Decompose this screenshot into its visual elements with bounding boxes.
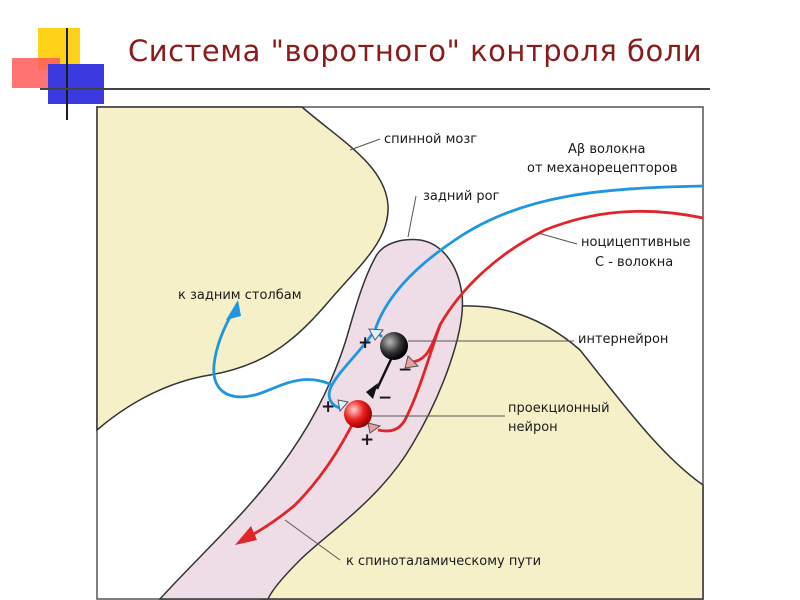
label-dorsal-columns: к задним столбам xyxy=(178,288,302,303)
label-spinothalamic: к спиноталамическому пути xyxy=(346,554,541,569)
sign-plus-c-projection: + xyxy=(360,430,374,450)
sign-plus-interneuron: + xyxy=(358,333,372,353)
label-projection-line2: нейрон xyxy=(508,420,558,435)
label-dorsal-horn: задний рог xyxy=(423,189,500,204)
label-interneuron: интернейрон xyxy=(578,332,668,347)
sign-plus-abeta-projection: + xyxy=(321,397,335,417)
sign-minus-c-interneuron: − xyxy=(398,360,412,380)
label-c-fiber-line1: ноцицептивные xyxy=(581,235,691,250)
label-projection-line1: проекционный xyxy=(508,401,610,416)
projection-neuron-cell xyxy=(344,400,372,428)
interneuron-cell xyxy=(380,332,408,360)
label-c-fiber-line2: С - волокна xyxy=(595,255,673,270)
label-abeta-line1: Aβ волокна xyxy=(568,142,646,157)
label-spinal-cord: спинной мозг xyxy=(384,132,477,147)
label-abeta-line2: от механорецепторов xyxy=(527,161,678,176)
sign-minus-inhibitory: − xyxy=(378,388,392,408)
